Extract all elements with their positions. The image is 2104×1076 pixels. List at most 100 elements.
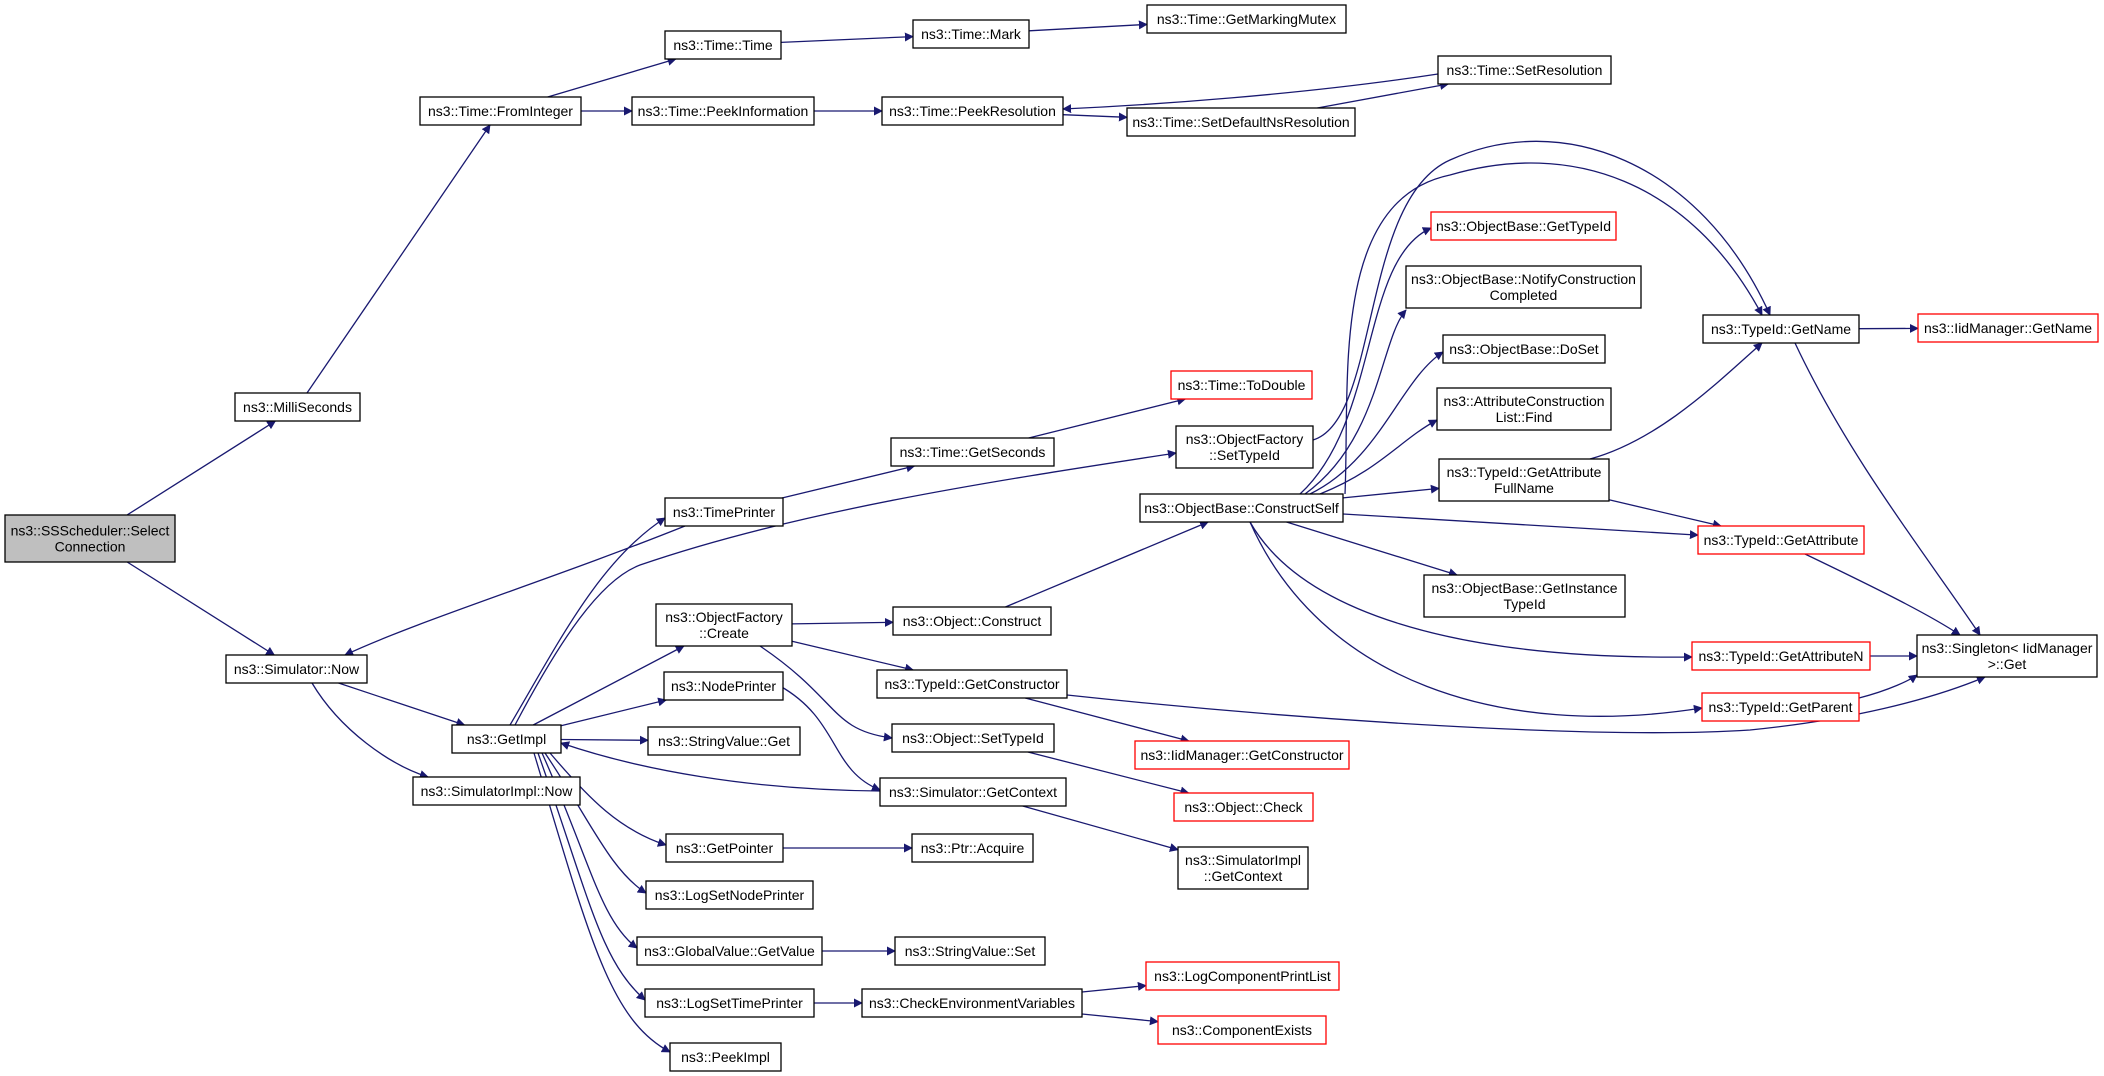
node-label: ns3::Time::PeekResolution: [889, 103, 1056, 119]
edge-getimpl-to-peekimpl: [533, 752, 671, 1053]
node-milli[interactable]: ns3::MilliSeconds: [234, 392, 361, 422]
node-objconstruct[interactable]: ns3::Object::Construct: [892, 606, 1052, 636]
edge-arrow: [560, 697, 668, 727]
node-box: [1437, 55, 1612, 85]
node-gvgetvalue[interactable]: ns3::GlobalValue::GetValue: [636, 936, 823, 966]
edge-checkenv-to-compexists: [1081, 1013, 1159, 1026]
node-getseconds[interactable]: ns3::Time::GetSeconds: [890, 437, 1055, 467]
node-getattributen[interactable]: ns3::TypeId::GetAttributeN: [1691, 641, 1871, 671]
edge-setres-to-peekres: [1062, 73, 1439, 114]
edge-arrow: [1081, 1013, 1159, 1026]
node-box: [892, 606, 1052, 636]
node-getpointer[interactable]: ns3::GetPointer: [665, 833, 784, 863]
node-timeprinter[interactable]: ns3::TimePrinter: [664, 497, 784, 527]
node-label: ns3::Time::PeekInformation: [638, 103, 809, 119]
node-getattribute[interactable]: ns3::TypeId::GetAttribute: [1697, 525, 1865, 555]
edge-arrow: [1027, 751, 1190, 796]
edge-arrow: [1249, 521, 1693, 662]
node-label: ns3::CheckEnvironmentVariables: [869, 995, 1075, 1011]
node-label: ns3::ObjectBase::DoSet: [1449, 341, 1599, 357]
node-box: [1702, 314, 1860, 344]
node-gettypeid[interactable]: ns3::ObjectBase::GetTypeId: [1430, 211, 1617, 241]
edge-arrow: [1342, 484, 1440, 499]
node-simnow[interactable]: ns3::Simulator::Now: [225, 654, 368, 684]
node-setdef[interactable]: ns3::Time::SetDefaultNsResolution: [1126, 107, 1356, 137]
node-box: [664, 30, 782, 60]
node-label: ns3::Time::Mark: [921, 26, 1022, 42]
node-iidgetname[interactable]: ns3::IidManager::GetName: [1917, 313, 2099, 343]
node-strget[interactable]: ns3::StringValue::Get: [647, 726, 801, 756]
node-doset[interactable]: ns3::ObjectBase::DoSet: [1442, 334, 1606, 364]
edge-milli-to-fromint: [306, 124, 491, 394]
edge-arrow: [547, 56, 677, 98]
node-label: ns3::IidManager::GetConstructor: [1140, 747, 1343, 763]
node-logsettime[interactable]: ns3::LogSetTimePrinter: [644, 988, 815, 1018]
node-box: [1170, 370, 1313, 400]
edge-arrow: [1005, 520, 1209, 608]
node-simimplctx[interactable]: ns3::SimulatorImpl::GetContext: [1177, 846, 1309, 890]
node-setres[interactable]: ns3::Time::SetResolution: [1437, 55, 1612, 85]
edge-arrow: [1022, 805, 1179, 852]
node-box: [412, 776, 581, 806]
node-box: [912, 19, 1030, 49]
edge-arrow: [1299, 227, 1432, 495]
node-ofsettypeid[interactable]: ns3::ObjectFactory::SetTypeId: [1175, 425, 1314, 469]
node-box: [861, 988, 1083, 1018]
node-box: [881, 96, 1064, 126]
node-checkenv[interactable]: ns3::CheckEnvironmentVariables: [861, 988, 1083, 1018]
node-mark[interactable]: ns3::Time::Mark: [912, 19, 1030, 49]
node-objcheck[interactable]: ns3::Object::Check: [1173, 792, 1314, 822]
node-simimplnow[interactable]: ns3::SimulatorImpl::Now: [412, 776, 581, 806]
node-strset[interactable]: ns3::StringValue::Set: [894, 936, 1046, 966]
node-getcontext[interactable]: ns3::Simulator::GetContext: [879, 777, 1067, 807]
edge-peekres-to-setdef: [1062, 112, 1128, 122]
edge-mark-to-mutex: [1028, 20, 1148, 32]
node-box: [1430, 211, 1617, 241]
edge-getimpl-to-nodeprinter: [560, 697, 668, 727]
edge-constructself-to-attrfullname: [1342, 484, 1440, 499]
node-logsetnode[interactable]: ns3::LogSetNodePrinter: [645, 880, 814, 910]
node-peekres[interactable]: ns3::Time::PeekResolution: [881, 96, 1064, 126]
node-nodeprinter[interactable]: ns3::NodePrinter: [663, 671, 784, 701]
node-getimpl[interactable]: ns3::GetImpl: [451, 724, 562, 754]
node-ptracquire[interactable]: ns3::Ptr::Acquire: [911, 833, 1034, 863]
edge-simnow-to-simimplnow: [311, 682, 429, 779]
node-label: ns3::ObjectFactory: [665, 609, 783, 625]
node-fromint[interactable]: ns3::Time::FromInteger: [419, 96, 582, 126]
node-label: Connection: [55, 539, 126, 555]
edge-simnow-to-getimpl: [338, 682, 466, 727]
edge-ofcreate-to-getconstructor: [791, 640, 915, 673]
node-logcompprint[interactable]: ns3::LogComponentPrintList: [1145, 961, 1340, 991]
node-label: ::Create: [699, 625, 749, 641]
node-peekimpl[interactable]: ns3::PeekImpl: [669, 1042, 782, 1072]
edge-arrow: [126, 420, 277, 516]
node-tidgetname[interactable]: ns3::TypeId::GetName: [1702, 314, 1860, 344]
node-label: ns3::GlobalValue::GetValue: [644, 943, 815, 959]
node-objsettypeid[interactable]: ns3::Object::SetTypeId: [891, 723, 1055, 753]
node-box: [225, 654, 368, 684]
node-singleton[interactable]: ns3::Singleton< IidManager>::Get: [1916, 634, 2098, 678]
node-notify[interactable]: ns3::ObjectBase::NotifyConstructionCompl…: [1405, 265, 1642, 309]
node-getparent[interactable]: ns3::TypeId::GetParent: [1701, 692, 1860, 722]
node-constructself[interactable]: ns3::ObjectBase::ConstructSelf: [1139, 493, 1344, 523]
node-label: ns3::Ptr::Acquire: [921, 840, 1025, 856]
node-getconstructor[interactable]: ns3::TypeId::GetConstructor: [876, 669, 1068, 699]
node-todouble[interactable]: ns3::Time::ToDouble: [1170, 370, 1313, 400]
node-timetime[interactable]: ns3::Time::Time: [664, 30, 782, 60]
node-mutex[interactable]: ns3::Time::GetMarkingMutex: [1146, 4, 1347, 34]
node-iidgetconstructor[interactable]: ns3::IidManager::GetConstructor: [1134, 740, 1350, 770]
edge-root-to-simnow: [126, 561, 276, 656]
node-label: ns3::Object::SetTypeId: [902, 730, 1044, 746]
node-box: [1442, 334, 1606, 364]
node-peekinfo[interactable]: ns3::Time::PeekInformation: [631, 96, 815, 126]
node-compexists[interactable]: ns3::ComponentExists: [1157, 1015, 1327, 1045]
edge-constructself-to-notify: [1304, 309, 1407, 495]
edge-arrow: [1312, 140, 1771, 441]
node-ofcreate[interactable]: ns3::ObjectFactory::Create: [655, 603, 793, 647]
edge-arrow: [126, 561, 276, 656]
node-box: [647, 726, 801, 756]
node-box: [1701, 692, 1860, 722]
